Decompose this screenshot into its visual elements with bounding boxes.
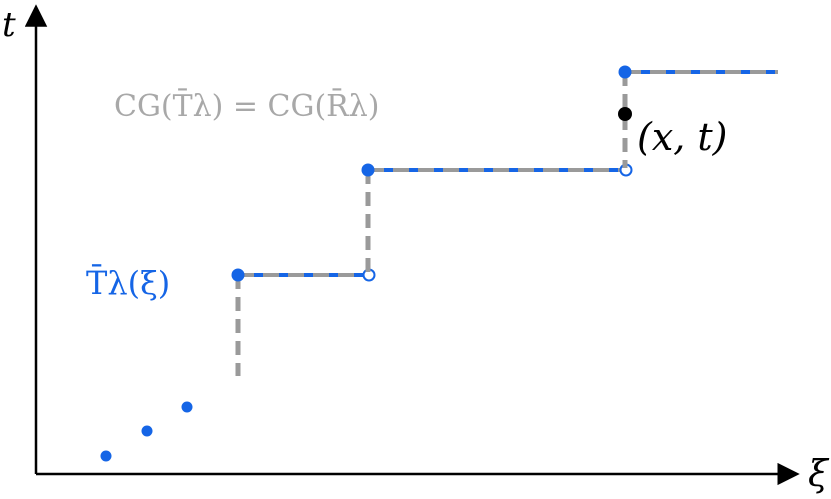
- step-3-closed-dot: [618, 65, 632, 79]
- function-label: T̄λ(ξ): [86, 264, 170, 302]
- isolated-dot-2: [141, 425, 153, 437]
- point-xt-label: (x, t): [637, 115, 728, 159]
- step-2-closed-dot: [361, 163, 375, 177]
- x-axis-label: ξ: [808, 454, 830, 495]
- step-1-closed-dot: [231, 268, 245, 282]
- equation-label: CG(T̄λ) = CG(R̄λ): [114, 88, 380, 124]
- isolated-dot-1: [100, 450, 112, 462]
- point-xt-dot: [618, 107, 632, 121]
- isolated-dot-3: [181, 401, 193, 413]
- y-axis-label: t: [2, 5, 16, 45]
